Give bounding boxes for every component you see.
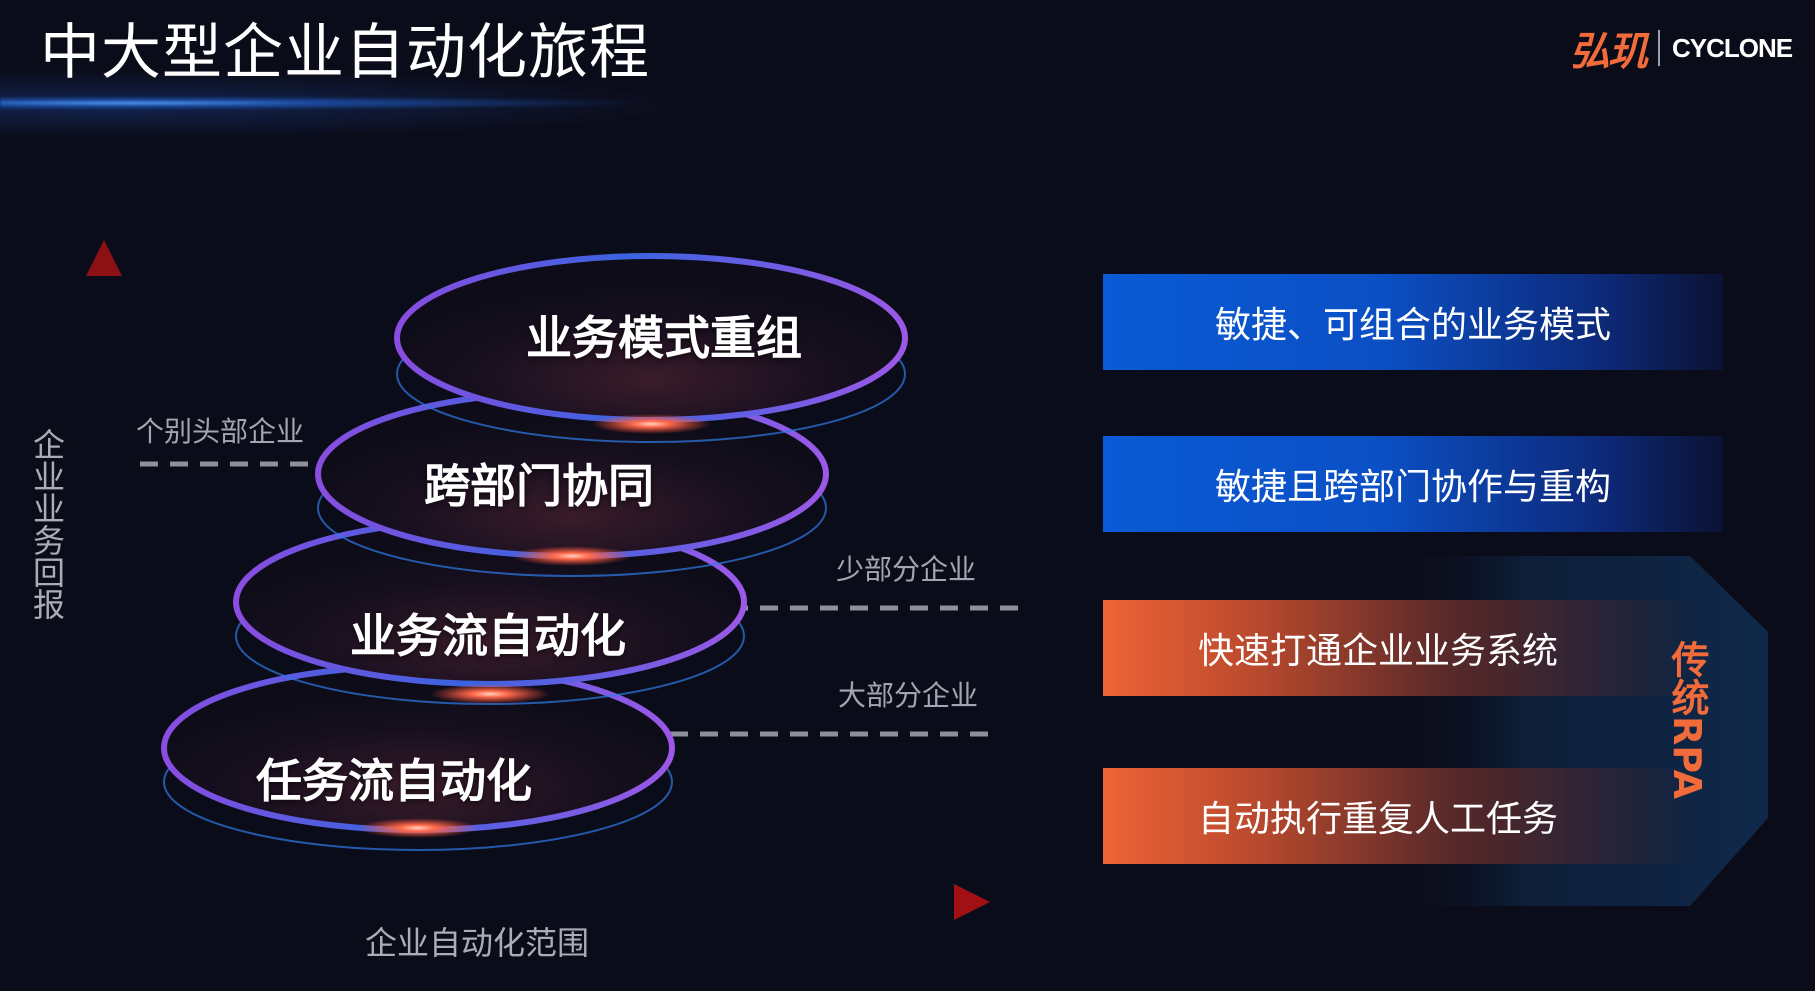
page-title: 中大型企业自动化旅程 bbox=[40, 18, 650, 88]
disc-level-1 bbox=[161, 663, 675, 851]
level-label-business-model: 业务模式重组 bbox=[526, 311, 802, 365]
note-minority: 少部分企业 bbox=[836, 553, 977, 586]
y-axis-label: 企业业务回报 bbox=[28, 428, 66, 620]
level-label-task-automation: 任务流自动化 bbox=[256, 754, 532, 808]
traditional-rpa-label: 传统RPA bbox=[1665, 640, 1709, 800]
level-label-cross-department: 跨部门协同 bbox=[424, 459, 654, 513]
level-label-business-flow: 业务流自动化 bbox=[350, 609, 626, 663]
outcome-bar-4-text: 自动执行重复人工任务 bbox=[1197, 799, 1558, 840]
outcome-bar-3: 快速打通企业业务系统 bbox=[1103, 600, 1723, 696]
x-axis-label: 企业自动化范围 bbox=[365, 924, 590, 962]
y-axis-arrow bbox=[86, 240, 122, 276]
note-majority: 大部分企业 bbox=[838, 679, 979, 712]
outcome-bar-1: 敏捷、可组合的业务模式 bbox=[1103, 274, 1723, 370]
x-axis-arrow bbox=[954, 884, 990, 920]
logo-divider bbox=[1658, 30, 1660, 66]
logo-cn-text: 弘玑 bbox=[1570, 29, 1648, 75]
brand-logo: 弘玑 CYCLONE bbox=[1570, 26, 1793, 75]
disc-level-4 bbox=[394, 253, 908, 443]
note-few-leaders: 个别头部企业 bbox=[136, 415, 305, 448]
outcome-bar-3-text: 快速打通企业业务系统 bbox=[1197, 631, 1558, 672]
outcome-bar-1-text: 敏捷、可组合的业务模式 bbox=[1214, 305, 1611, 346]
outcome-bar-2-text: 敏捷且跨部门协作与重构 bbox=[1214, 467, 1611, 508]
outcome-bar-2: 敏捷且跨部门协作与重构 bbox=[1103, 436, 1723, 532]
logo-en-text: CYCLONE bbox=[1672, 32, 1793, 63]
title-glow-line bbox=[0, 96, 660, 110]
outcome-bar-4: 自动执行重复人工任务 bbox=[1103, 768, 1723, 864]
